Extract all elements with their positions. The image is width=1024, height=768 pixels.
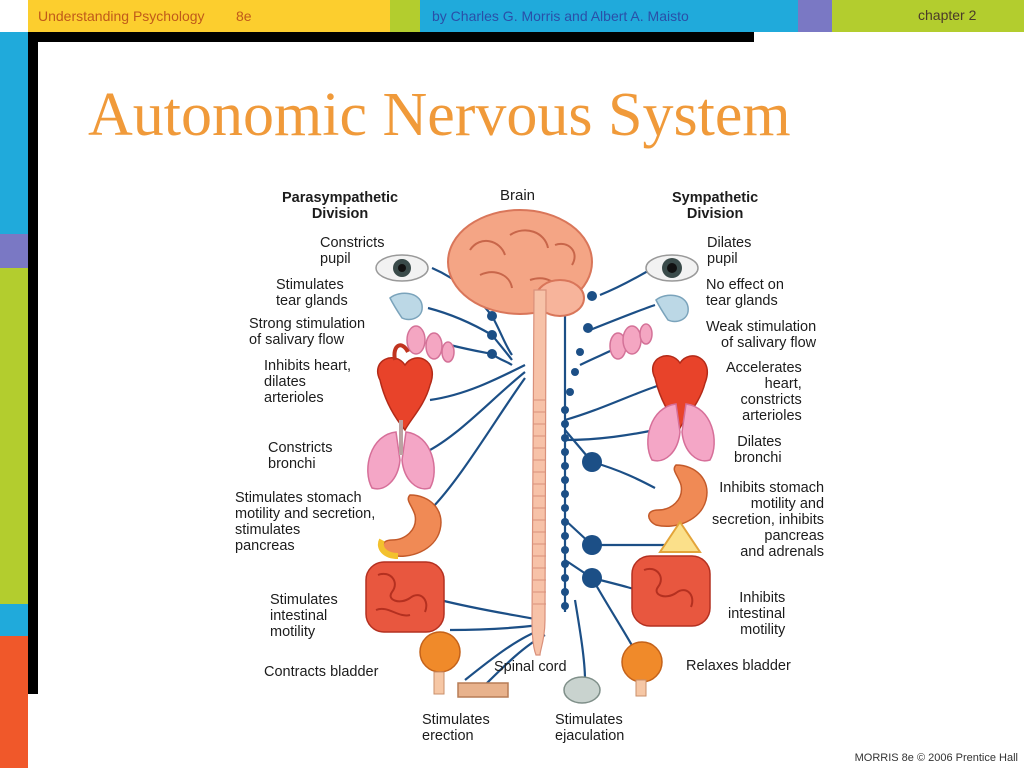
right-intestines-illustration [631, 555, 711, 627]
side-bar-purple [0, 234, 28, 268]
side-bar-green [0, 268, 28, 604]
para-label-intestine: Stimulates intestinal motility [270, 592, 338, 640]
frame-top-line [28, 32, 754, 42]
testis-illustration [563, 676, 601, 704]
symp-label-salivary: Weak stimulation of salivary flow [706, 319, 817, 351]
symp-label-pupil: Dilates pupil [707, 235, 752, 267]
ganglia [487, 291, 602, 588]
para-label-salivary: Strong stimulation of salivary flow [249, 316, 366, 348]
left-stomach-illustration [377, 494, 442, 559]
para-label-tear-glands: Stimulates tear glands [276, 277, 348, 309]
header-bar-yellow: Understanding Psychology 8e [28, 0, 390, 32]
left-bladder-illustration [419, 631, 461, 695]
symp-label-stomach: Inhibits stomach motility and secretion,… [712, 480, 825, 560]
copyright-footer: MORRIS 8e © 2006 Prentice Hall [854, 752, 1018, 764]
book-authors: by Charles G. Morris and Albert A. Maist… [432, 8, 689, 24]
symp-label-heart: Accelerates heart, constricts arterioles [726, 360, 802, 424]
right-salivary-glands-illustration [609, 323, 653, 360]
header-bar-green-2: chapter 2 [832, 0, 1024, 32]
brain-illustration [447, 209, 593, 317]
right-lungs-illustration [647, 403, 715, 462]
book-title: Understanding Psychology [38, 8, 205, 24]
symp-label-ejaculation: Stimulates ejaculation [555, 712, 625, 744]
side-bar-cyan-2 [0, 604, 28, 636]
sympathetic-chain-beads [561, 406, 569, 610]
symp-label-tear-glands: No effect on tear glands [706, 277, 784, 309]
symp-label-bladder: Relaxes bladder [686, 658, 791, 674]
para-label-bronchi: Constricts bronchi [268, 440, 333, 472]
para-label-pupil: Constricts pupil [320, 235, 385, 267]
left-tear-gland-illustration [389, 292, 423, 321]
side-bar-cyan [0, 32, 28, 234]
right-bladder-illustration [621, 641, 663, 697]
para-label-stomach: Stimulates stomach motility and secretio… [235, 490, 376, 554]
right-stomach-illustration [648, 464, 708, 527]
parasympathetic-heading: Parasympathetic Division [282, 190, 399, 222]
symp-label-intestine: Inhibits intestinal motility [728, 590, 786, 638]
left-lungs-illustration [367, 420, 435, 490]
left-eye-illustration [375, 254, 429, 282]
para-label-erection: Stimulates erection [422, 712, 490, 744]
left-intestines-illustration [365, 561, 445, 633]
left-heart-illustration [377, 343, 433, 432]
book-edition: 8e [236, 8, 252, 24]
penis-illustration [457, 682, 509, 698]
chapter-label: chapter 2 [918, 7, 977, 23]
para-label-heart: Inhibits heart, dilates arterioles [264, 358, 352, 406]
side-bar-orange [0, 636, 28, 768]
para-label-bladder: Contracts bladder [264, 664, 379, 680]
spinal-cord-label: Spinal cord [494, 659, 567, 675]
header-bar-purple [798, 0, 832, 32]
header-bar-green-1 [390, 0, 420, 32]
right-tear-gland-illustration [655, 294, 689, 323]
symp-label-bronchi: Dilates bronchi [734, 434, 782, 466]
brain-label: Brain [500, 187, 536, 204]
header-bar-cyan: by Charles G. Morris and Albert A. Maist… [420, 0, 798, 32]
sympathetic-heading: Sympathetic Division [672, 190, 759, 222]
spinal-cord-illustration [531, 289, 547, 656]
left-salivary-glands-illustration [406, 325, 455, 363]
frame-left-line [28, 32, 38, 694]
adrenal-gland-illustration [658, 520, 702, 553]
right-eye-illustration [645, 254, 699, 282]
slide-title: Autonomic Nervous System [88, 81, 791, 149]
